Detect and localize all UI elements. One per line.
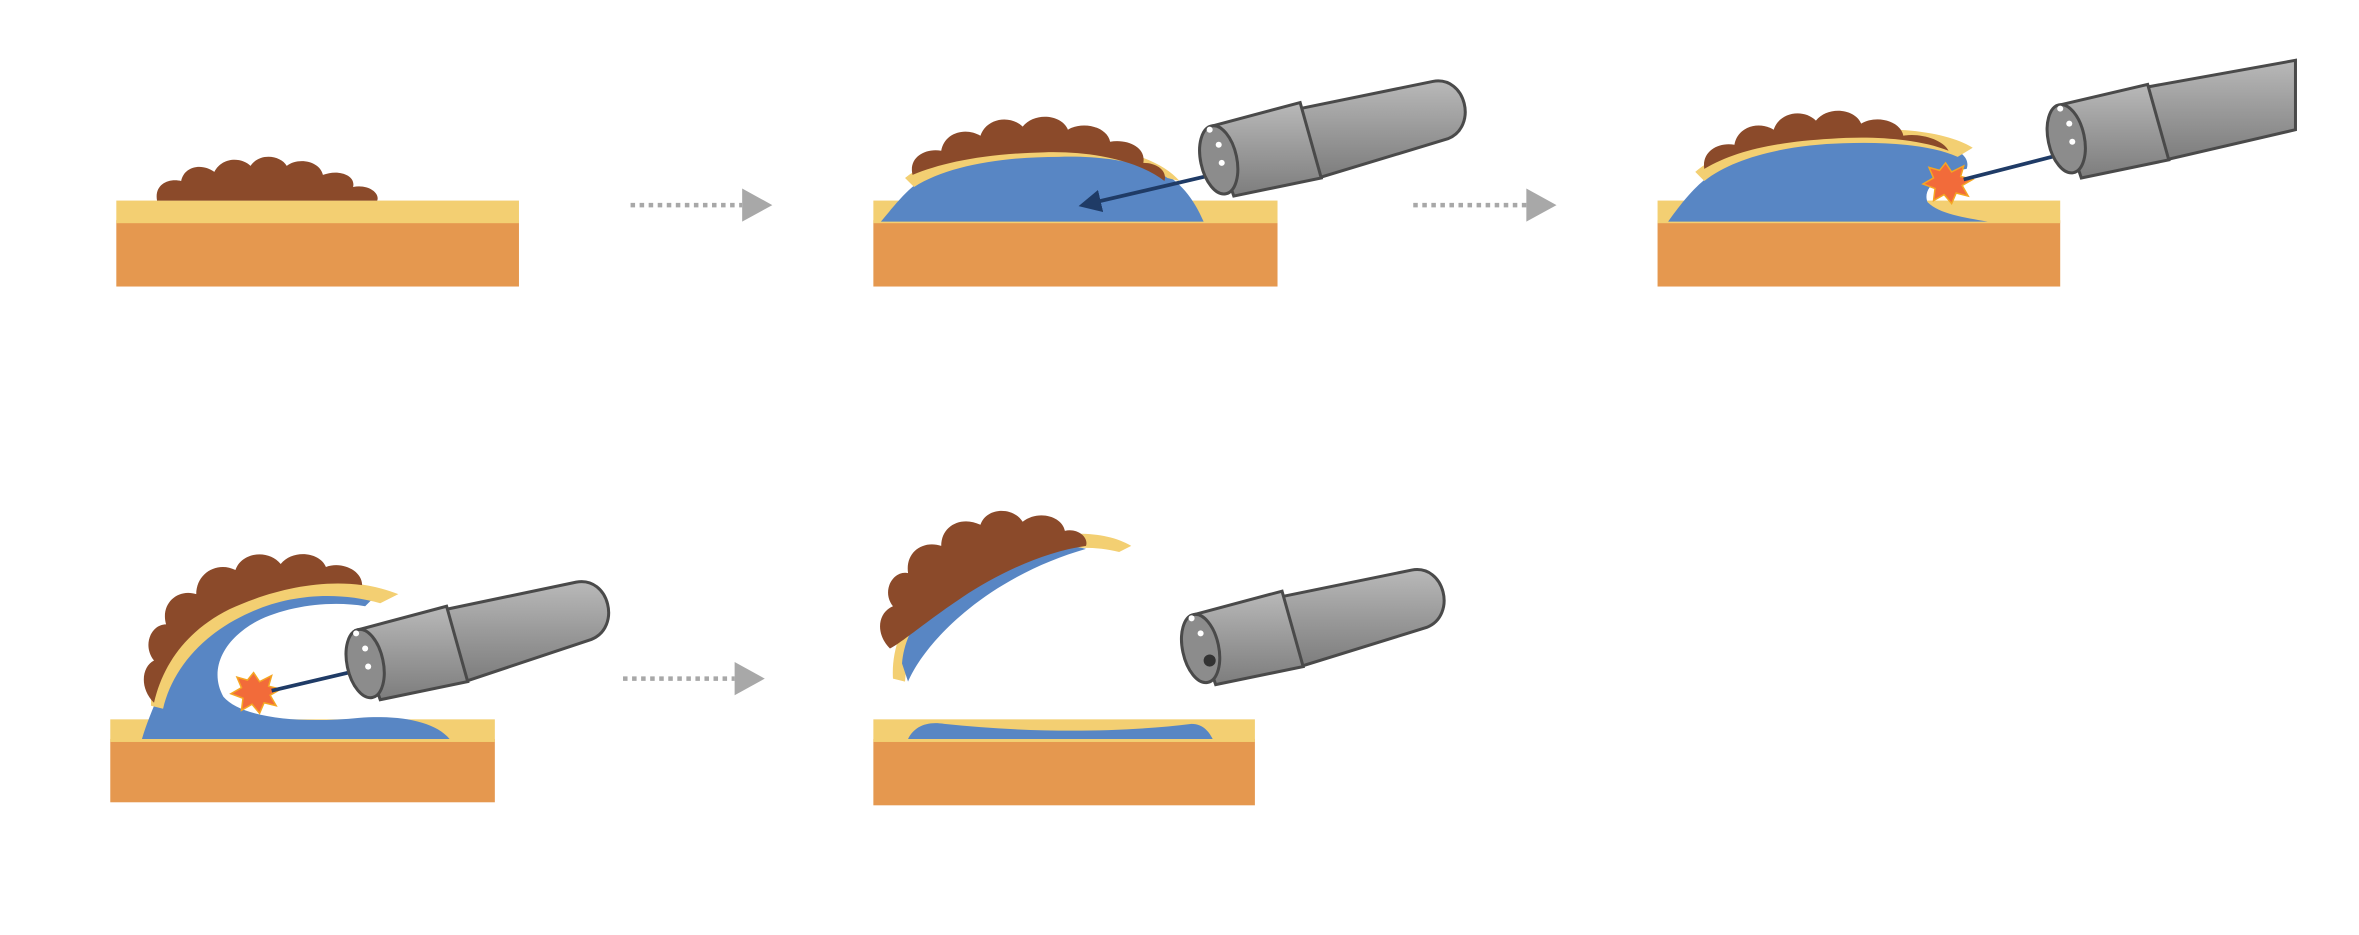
step-2-submucosal-injection <box>873 79 1467 287</box>
endoscope <box>1179 568 1446 687</box>
endoscope <box>1198 79 1467 198</box>
mucosa-layer <box>116 200 519 224</box>
muscle-layer <box>1657 220 2061 287</box>
flow-arrow-2 <box>1413 188 1557 222</box>
endoscope <box>344 580 611 702</box>
knife-flash <box>1921 161 1975 206</box>
flow-arrow-1 <box>630 188 773 222</box>
residual-submucosa <box>908 723 1213 739</box>
injection-needle <box>1078 170 1226 212</box>
flow-arrow-3 <box>623 662 765 696</box>
specimen-mucosa <box>892 533 1132 682</box>
step-4-submucosal-dissection <box>110 554 611 803</box>
knife-flash <box>229 671 283 715</box>
lesion <box>156 156 378 201</box>
muscle-layer <box>110 738 495 803</box>
submucosal-lift <box>880 152 1204 222</box>
step-1-lesion-on-mucosa <box>116 156 519 287</box>
muscle-layer <box>873 220 1278 287</box>
lesion <box>911 116 1165 181</box>
lesion <box>1703 110 1949 169</box>
resected-specimen <box>880 510 1132 682</box>
endoscope-body <box>1277 568 1446 669</box>
lesion <box>143 554 363 703</box>
step-3-mucosal-incision <box>1657 58 2297 287</box>
muscle-layer <box>873 738 1255 806</box>
endoscope <box>2045 58 2297 180</box>
step-5-resected-lesion <box>873 510 1446 806</box>
muscle-layer <box>116 220 519 287</box>
specimen-lesion <box>880 510 1087 649</box>
